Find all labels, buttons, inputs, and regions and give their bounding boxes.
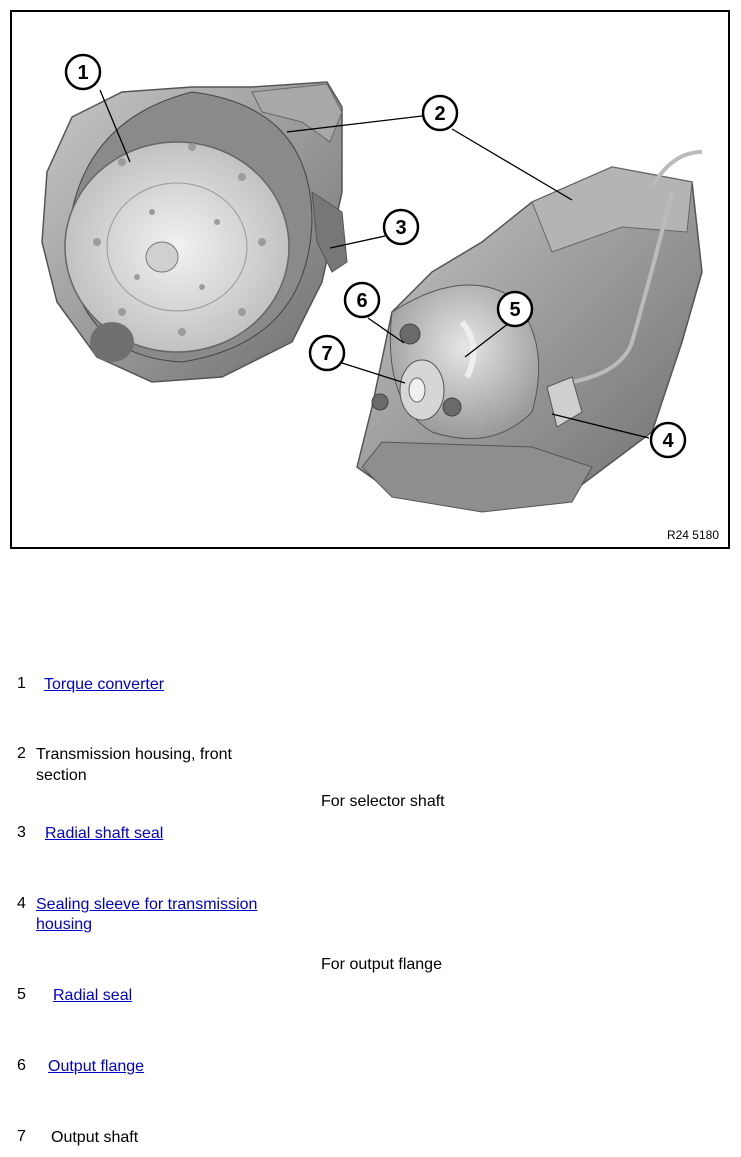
callout-3: 3: [382, 208, 420, 246]
note-output-flange: For output flange: [321, 956, 442, 973]
sealing-sleeve-link-cont[interactable]: housing: [36, 916, 93, 933]
item-label-cont: section: [36, 767, 87, 784]
svg-text:1: 1: [77, 62, 88, 84]
torque-converter-link[interactable]: Torque converter: [44, 676, 165, 693]
svg-text:4: 4: [662, 430, 674, 452]
callout-4: 4: [649, 421, 687, 459]
svg-text:5: 5: [509, 299, 520, 321]
item-number: 6: [17, 1057, 26, 1074]
radial-seal-link[interactable]: Radial seal: [53, 987, 133, 1004]
svg-text:7: 7: [321, 343, 332, 365]
callout-1: 1: [64, 53, 102, 91]
item-number: 4: [17, 895, 26, 912]
item-number: 7: [17, 1128, 26, 1145]
svg-text:6: 6: [356, 290, 367, 312]
svg-text:3: 3: [395, 217, 406, 239]
radial-shaft-seal-link[interactable]: Radial shaft seal: [45, 825, 164, 842]
callout-2: 2: [421, 94, 459, 132]
transmission-figure: 1 2 3 4 5 6 7 R24 5180: [10, 10, 730, 549]
note-selector-shaft: For selector shaft: [321, 793, 445, 810]
rear-housing-shape: [356, 150, 703, 513]
callout-7: 7: [308, 334, 346, 372]
transmission-illustration: 1 2 3 4 5 6 7: [41, 53, 703, 513]
item-number: 1: [17, 675, 26, 692]
item-label: Transmission housing, front: [36, 746, 232, 763]
callout-5: 5: [496, 290, 534, 328]
item-number: 5: [17, 986, 26, 1003]
sealing-sleeve-link[interactable]: Sealing sleeve for transmission: [36, 896, 258, 913]
item-number: 3: [17, 824, 26, 841]
torque-converter-shape: [64, 141, 290, 353]
callout-6: 6: [343, 281, 381, 319]
leader-lines: [99, 89, 650, 439]
figure-id: R24 5180: [666, 528, 719, 542]
item-label: Output shaft: [51, 1129, 139, 1146]
output-flange-link[interactable]: Output flange: [48, 1058, 145, 1075]
svg-text:2: 2: [434, 103, 445, 125]
item-number: 2: [17, 745, 26, 762]
front-housing-shape: [41, 81, 348, 383]
